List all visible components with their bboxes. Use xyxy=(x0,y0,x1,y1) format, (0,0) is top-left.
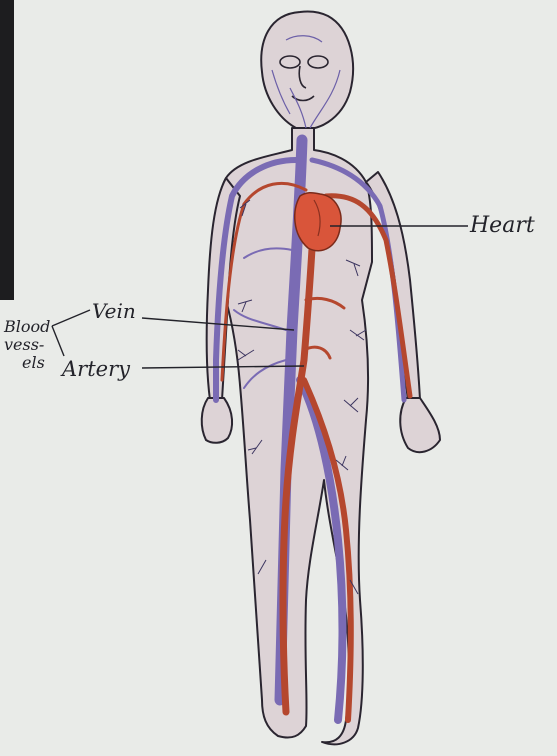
heart-organ xyxy=(295,193,341,251)
left-hand xyxy=(202,398,232,443)
blood-vessels-label-line3: els xyxy=(22,353,45,372)
artery-label: Artery xyxy=(60,357,131,381)
blood-vessels-label-line2: vess- xyxy=(4,335,44,354)
dark-edge xyxy=(0,0,14,300)
heart-label: Heart xyxy=(469,213,535,238)
blood-vessels-label-line1: Blood xyxy=(3,317,50,336)
vein-label: Vein xyxy=(92,299,136,323)
